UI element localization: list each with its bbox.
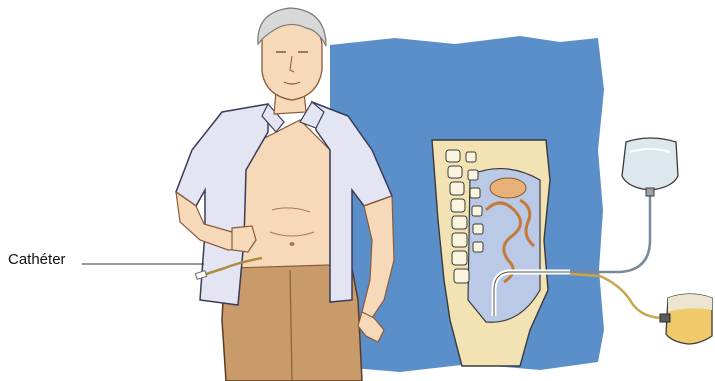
dialysate-bag [622,138,678,196]
catheter-label: Cathéter [8,251,66,269]
drain-bag [660,294,712,344]
